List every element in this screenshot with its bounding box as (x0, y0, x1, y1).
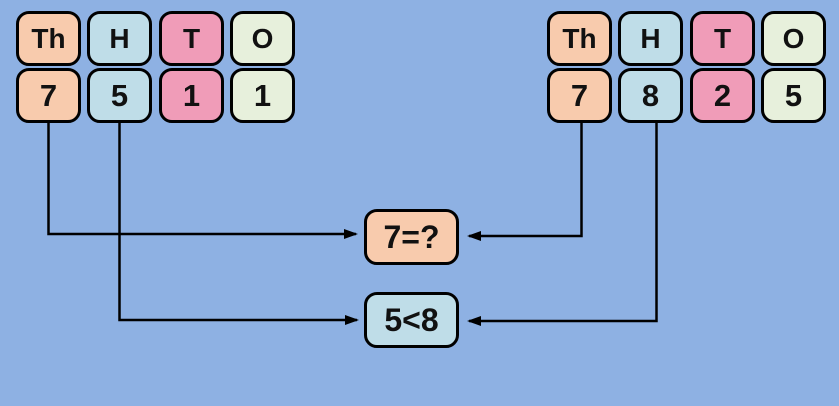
left-header-thousands: Th (16, 11, 81, 66)
left-header-tens: T (159, 11, 224, 66)
right-hundreds-arrow (467, 122, 658, 326)
right-header-thousands: Th (547, 11, 612, 66)
right-thousands-arrow (467, 122, 583, 241)
thousands-comparison-box: 7=? (364, 209, 459, 265)
left-thousands-arrow (47, 122, 358, 239)
left-digit-hundreds: 5 (87, 68, 152, 123)
right-digit-thousands: 7 (547, 68, 612, 123)
left-header-hundreds: H (87, 11, 152, 66)
left-hundreds-arrow (118, 122, 359, 325)
right-digit-ones: 5 (761, 68, 826, 123)
left-header-ones: O (230, 11, 295, 66)
right-header-hundreds: H (618, 11, 683, 66)
left-digit-thousands: 7 (16, 68, 81, 123)
left-digit-tens: 1 (159, 68, 224, 123)
right-header-tens: T (690, 11, 755, 66)
right-header-ones: O (761, 11, 826, 66)
left-digit-ones: 1 (230, 68, 295, 123)
hundreds-comparison-box: 5<8 (364, 292, 459, 348)
right-digit-tens: 2 (690, 68, 755, 123)
right-digit-hundreds: 8 (618, 68, 683, 123)
